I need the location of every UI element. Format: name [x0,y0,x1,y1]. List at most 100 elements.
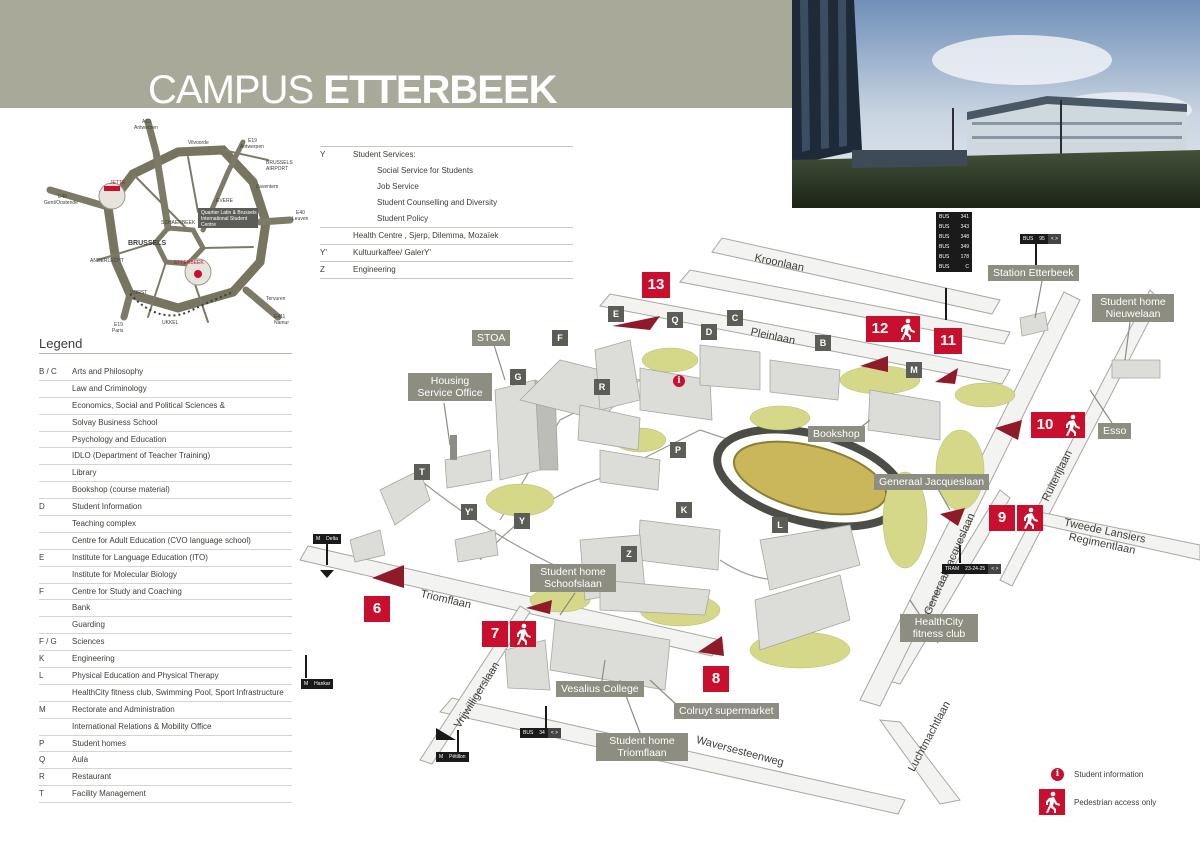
entrance-8[interactable]: 8 [703,666,729,692]
student-info-key-icon: i [1051,768,1064,781]
place-evere: EVERE [216,198,233,204]
place-etterbeek: ETTERBEEK [174,260,204,266]
building-f-marker[interactable]: F [552,330,568,346]
label-healthcity-fitness-club[interactable]: HealthCity fitness club [900,614,978,642]
place-jette: JETTE [110,180,126,186]
building-c-marker[interactable]: C [727,310,743,326]
label-vesalius-college[interactable]: Vesalius College [556,681,644,697]
place-tervuren: Tervuren [266,296,286,302]
entrance-11[interactable]: 11 [934,328,962,354]
legend-row: Institute for Molecular Biology [39,567,292,584]
place-anderlecht: ANDERLECHT [90,258,124,264]
building-y-prime-marker[interactable]: Y' [461,504,477,520]
place-brussels-airport: BRUSSELS AIRPORT [266,160,293,172]
legend-row: Psychology and Education [39,432,292,449]
building-k-marker[interactable]: K [676,502,692,518]
building-r-marker[interactable]: R [594,379,610,395]
label-generaal-jacqueslaan[interactable]: Generaal Jacqueslaan [874,474,990,490]
place-zaventem: Zaventem [256,184,279,190]
label-student-home-nieuwelaan[interactable]: Student home Nieuwelaan [1092,294,1174,322]
building-p-marker[interactable]: P [670,442,686,458]
building-e-marker[interactable]: E [608,306,624,322]
place-namur: Namur [274,320,290,326]
label-bookshop[interactable]: Bookshop [808,426,865,442]
place-vorst: VORST [130,290,148,296]
place-brussels: BRUSSELS [128,240,167,247]
student-information-icon[interactable]: i [673,375,685,387]
pedestrian-icon [894,316,920,342]
place-paris: Paris [112,328,124,334]
place-quartier-latin: Quartier Latin & Brussels International … [201,210,257,228]
entrance-13[interactable]: 13 [642,272,670,298]
services-row: Job Service [377,182,419,191]
services-row: Student Policy [377,214,429,223]
label-stoa[interactable]: STOA [472,330,511,346]
services-row: Health Centre , Sjerp, Dilemma, Mozaïek [320,227,573,244]
building-t-marker[interactable]: T [414,464,430,480]
legend-divider [39,353,292,354]
entrance-7[interactable]: 7 [482,621,508,647]
legend-row: Bookshop (course material) [39,482,292,500]
label-housing-service-office[interactable]: Housing Service Office [408,373,492,401]
student-info-key-label: Student information [1074,770,1144,779]
place-a12: A12 [142,119,151,125]
pedestrian-icon [1017,505,1043,531]
legend-row: Guarding [39,617,292,635]
label-station-etterbeek[interactable]: Station Etterbeek [988,265,1079,281]
place-antwerpen-1: Antwerpen [134,125,158,131]
place-e40-west: E40 [58,194,67,200]
place-vilvoorde: Vilvoorde [188,140,209,146]
label-student-home-triomflaan[interactable]: Student home Triomflaan [596,733,688,761]
building-z-marker[interactable]: Z [621,546,637,562]
place-e19-north: E19 [248,138,257,144]
building-m-marker[interactable]: M [906,362,922,378]
place-schaerbeek: SCHAERBEEK [161,220,196,226]
campus-photo [792,0,1200,208]
legend-row: Library [39,465,292,483]
place-e40-east: E40 [296,210,305,216]
building-g-marker[interactable]: G [510,369,526,385]
label-colruyt-supermarket[interactable]: Colruyt supermarket [674,703,779,719]
entrance-6[interactable]: 6 [364,596,390,622]
legend-title: Legend [39,336,83,351]
services-row: Y'Kultuurkaffee/ GalerY' [320,244,573,261]
building-y-marker[interactable]: Y [514,513,530,529]
entrance-9[interactable]: 9 [989,505,1015,531]
entrance-12[interactable]: 12 [866,316,894,342]
place-antwerpen-2: Antwerpen [240,144,264,150]
overview-map: A12 Antwerpen Vilvoorde E19 Antwerpen BR… [38,112,308,340]
pedestrian-icon [1059,412,1085,438]
label-student-home-schoofslaan[interactable]: Student home Schoofslaan [530,564,616,592]
pedestrian-icon [510,621,536,647]
place-ukkel: UKKEL [162,320,179,326]
building-b-marker[interactable]: B [815,335,831,351]
legend-row: HealthCity fitness club, Swimming Pool, … [39,685,292,702]
page-title: CAMPUS ETTERBEEK [148,68,558,112]
building-d-marker[interactable]: D [701,324,717,340]
label-esso[interactable]: Esso [1098,423,1132,439]
services-row: Student Counselling and Diversity [377,198,498,207]
building-q-marker[interactable]: Q [667,312,683,328]
building-l-marker[interactable]: L [772,517,788,533]
entrance-10[interactable]: 10 [1031,412,1059,438]
